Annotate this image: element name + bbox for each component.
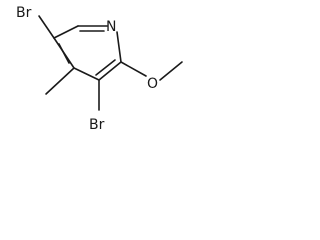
bond-c3-c4 [73, 67, 100, 81]
bond-c2-c3 [98, 61, 122, 81]
bond-o-methyl [159, 61, 183, 81]
bond-c5-c6 [53, 25, 79, 39]
bond-c2-o [120, 61, 147, 77]
atom-label-n: N [106, 19, 116, 35]
chemical-structure: Br N O Br [16, 5, 183, 133]
bond-c2-c3-double [95, 59, 116, 76]
bond-c5-br [38, 15, 55, 39]
atom-label-br-bottom: Br [89, 117, 105, 133]
atom-label-o: O [147, 76, 158, 92]
atom-label-br-top: Br [16, 5, 32, 21]
bond-c4-c5-double [58, 43, 70, 64]
bond-c4-methyl [45, 67, 75, 95]
bond-n-c2 [116, 31, 122, 63]
pyridine-ring [53, 25, 122, 81]
